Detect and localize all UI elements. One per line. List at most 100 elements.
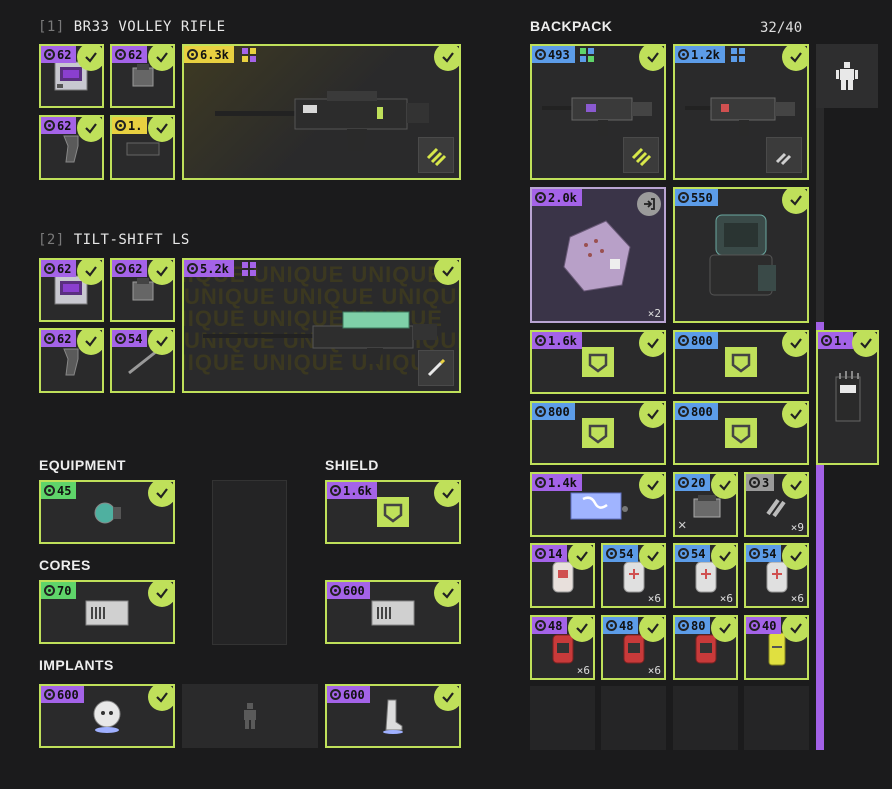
weapon1-attachment-3[interactable]: 62 [39, 115, 104, 180]
backpack-item-8[interactable]: 800 [673, 401, 809, 465]
character-tab[interactable] [816, 44, 878, 108]
price-value: 800 [691, 404, 713, 419]
check-icon [711, 617, 736, 642]
price-value: 493 [548, 47, 570, 62]
backpack-item-17[interactable]: 48 ×6 [601, 615, 666, 680]
scroll-rail[interactable] [816, 108, 824, 322]
rarity-pip-icon [580, 48, 594, 62]
backpack-item-15[interactable]: 54 ×6 [744, 543, 809, 608]
weapon1-attachment-2[interactable]: 62 [110, 44, 175, 108]
core-slot-1[interactable]: 70 [39, 580, 175, 644]
rarity-pip-icon [242, 48, 256, 62]
item-quantity: ×2 [647, 307, 661, 320]
backpack-empty-slot[interactable] [601, 686, 666, 750]
backpack-item-2[interactable]: 1.2k [673, 44, 809, 180]
price-tag: 48 [603, 617, 639, 634]
watermark-text: UNIQUE [252, 350, 345, 375]
weapon2-attachment-1[interactable]: 62 [39, 258, 104, 322]
coin-icon [330, 585, 341, 596]
price-tag: 48 [532, 617, 568, 634]
backpack-item-16[interactable]: 48 ×6 [530, 615, 595, 680]
price-tag: 62 [41, 46, 77, 63]
empty-slot[interactable] [212, 480, 287, 645]
grip-attachment-icon [41, 117, 102, 178]
price-value: 48 [548, 618, 563, 633]
shield-slot[interactable]: 1.6k [325, 480, 461, 544]
price-tag: 1. [112, 117, 148, 134]
coin-icon [535, 477, 546, 488]
price-value: 54 [619, 546, 634, 561]
ammo-type-icon [418, 350, 454, 386]
backpack-empty-slot[interactable] [673, 686, 738, 750]
price-value: 1. [128, 118, 143, 133]
coin-icon [187, 49, 198, 60]
price-tag: 5.2k [184, 260, 234, 277]
check-icon [639, 403, 664, 428]
price-tag: 600 [327, 686, 370, 703]
price-tag: 600 [327, 582, 370, 599]
equipment-slot[interactable]: 45 [39, 480, 175, 544]
backpack-item-6[interactable]: 800 [673, 330, 809, 394]
coin-icon [535, 192, 546, 203]
weapon1-slot[interactable]: 6.3k [182, 44, 461, 180]
backpack-item-3[interactable]: 2.0k ×2 [530, 187, 666, 323]
coin-icon [115, 263, 126, 274]
bullets-icon [746, 474, 807, 535]
backpack-item-10[interactable]: 20 ✕ [673, 472, 738, 537]
price-value: 54 [128, 331, 143, 346]
weapon2-attachment-2[interactable]: 62 [110, 258, 175, 322]
check-icon [148, 260, 173, 285]
price-tag: 550 [675, 189, 718, 206]
weapon2-attachment-3[interactable]: 62 [39, 328, 104, 393]
price-tag: 1.6k [327, 482, 377, 499]
check-icon [782, 617, 807, 642]
price-tag: 62 [112, 260, 148, 277]
core-slot-2[interactable]: 600 [325, 580, 461, 644]
weapon1-attachment-1[interactable]: 62 [39, 44, 104, 108]
container-icon [675, 474, 736, 535]
backpack-count: 32/40 [760, 20, 803, 36]
weapon2-attachment-4[interactable]: 54 [110, 328, 175, 393]
check-icon [148, 330, 173, 355]
backpack-item-18[interactable]: 80 [673, 615, 738, 680]
implant-boot-icon [327, 686, 459, 746]
price-tag: 54 [746, 545, 782, 562]
price-value: 550 [691, 190, 713, 205]
price-tag: 493 [532, 46, 575, 63]
weapon2-index: [2] [38, 232, 65, 248]
backpack-item-1[interactable]: 493 [530, 44, 666, 180]
coin-icon [678, 49, 689, 60]
check-icon [782, 545, 807, 570]
backpack-item-5[interactable]: 1.6k [530, 330, 666, 394]
backpack-side-item[interactable]: 1. [816, 330, 879, 465]
price-value: 80 [691, 618, 706, 633]
price-tag: 6.3k [184, 46, 234, 63]
weapon1-attachment-4[interactable]: 1. [110, 115, 175, 180]
price-value: 6.3k [200, 47, 229, 62]
backpack-item-19[interactable]: 40 [744, 615, 809, 680]
x-mark-icon: ✕ [678, 517, 687, 533]
price-tag: 40 [746, 617, 782, 634]
backpack-item-14[interactable]: 54 ×6 [673, 543, 738, 608]
watermark-text: UNIQUE [184, 284, 276, 309]
backpack-item-11[interactable]: 3 ×9 [744, 472, 809, 537]
item-quantity: ×6 [576, 664, 590, 677]
coin-icon [44, 263, 55, 274]
check-icon [639, 545, 664, 570]
backpack-empty-slot[interactable] [744, 686, 809, 750]
price-value: 1.2k [691, 47, 720, 62]
implant-slot-1[interactable]: 600 [39, 684, 175, 748]
shield-icon [327, 482, 459, 542]
backpack-item-12[interactable]: 14 [530, 543, 595, 608]
check-icon [434, 482, 459, 507]
backpack-item-7[interactable]: 800 [530, 401, 666, 465]
backpack-item-13[interactable]: 54 ×6 [601, 543, 666, 608]
coin-icon [535, 548, 546, 559]
backpack-item-9[interactable]: 1.4k [530, 472, 666, 537]
price-value: 62 [57, 261, 72, 276]
backpack-item-4[interactable]: 550 [673, 187, 809, 323]
backpack-empty-slot[interactable] [530, 686, 595, 750]
implant-slot-2[interactable]: 600 [325, 684, 461, 748]
price-value: 62 [128, 261, 143, 276]
